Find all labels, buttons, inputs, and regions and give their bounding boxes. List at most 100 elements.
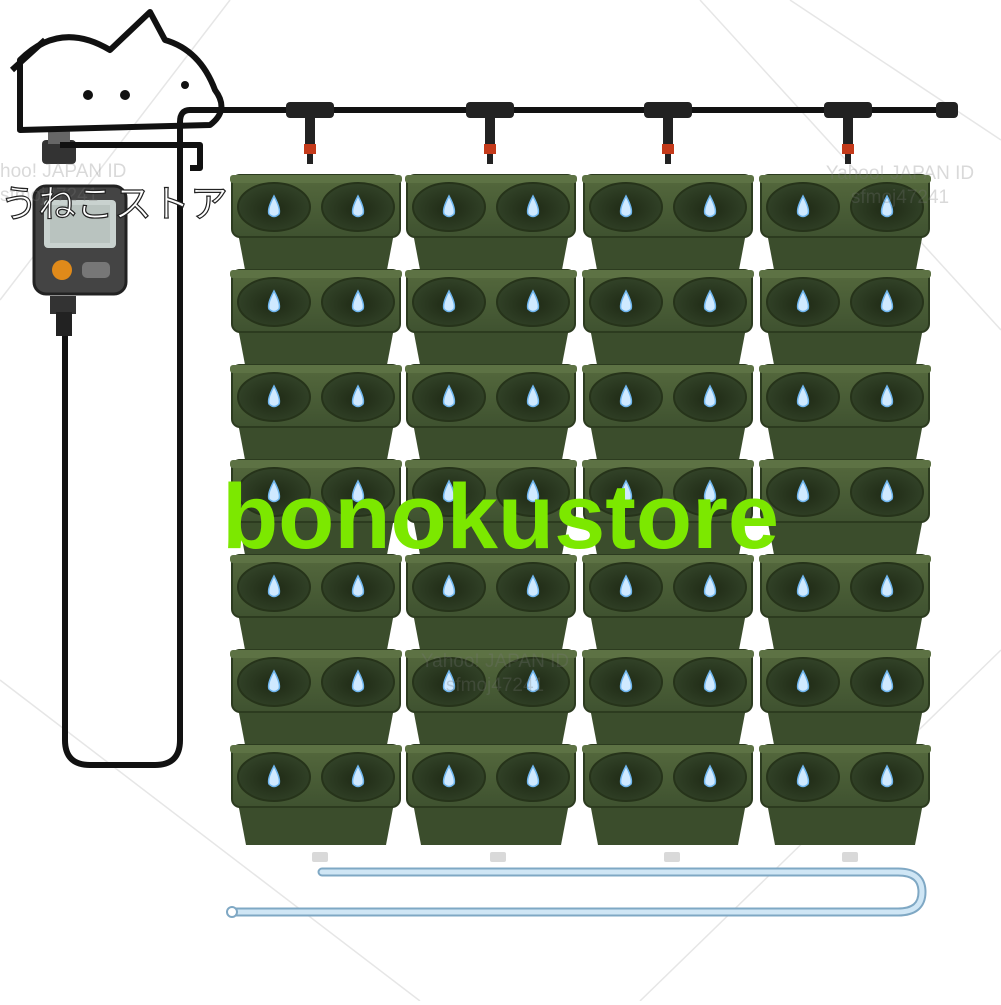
watermark-line: sfmoj47241 xyxy=(445,675,545,696)
water-drop-icon xyxy=(351,669,365,693)
water-drop-icon xyxy=(526,479,540,503)
planter-module xyxy=(759,744,931,845)
water-drop-icon xyxy=(703,764,717,788)
watermark: hoo! JAPAN ID sfmoj47241 xyxy=(0,160,200,208)
water-drop-icon xyxy=(880,289,894,313)
planter-module xyxy=(405,174,577,275)
water-drop-icon xyxy=(267,669,281,693)
water-drop-icon xyxy=(351,194,365,218)
planter-module xyxy=(582,459,754,560)
drip-emitter-icon xyxy=(824,102,872,164)
planter-module xyxy=(759,269,931,370)
planter-module xyxy=(582,364,754,465)
planter-module xyxy=(759,364,931,465)
drip-emitter-icon xyxy=(466,102,514,164)
planter-module xyxy=(582,744,754,845)
planter-module xyxy=(582,554,754,655)
water-drop-icon xyxy=(703,384,717,408)
water-drop-icon xyxy=(526,574,540,598)
planter-module xyxy=(405,649,577,750)
planter-module xyxy=(230,554,402,655)
water-drop-icon xyxy=(442,479,456,503)
water-drop-icon xyxy=(796,669,810,693)
water-drop-icon xyxy=(703,479,717,503)
water-drop-icon xyxy=(703,289,717,313)
planter-module xyxy=(405,744,577,845)
water-drop-icon xyxy=(796,764,810,788)
planter-module xyxy=(405,364,577,465)
water-drop-icon xyxy=(442,384,456,408)
watermark-line: hoo! JAPAN ID xyxy=(0,161,127,182)
planter-module xyxy=(582,174,754,275)
watermark-line: sfmoj47241 xyxy=(850,187,950,208)
water-drop-icon xyxy=(796,194,810,218)
planter-module xyxy=(405,459,577,560)
water-drop-icon xyxy=(880,669,894,693)
water-drop-icon xyxy=(880,574,894,598)
water-drop-icon xyxy=(796,479,810,503)
water-drop-icon xyxy=(703,194,717,218)
planter-module xyxy=(230,459,402,560)
water-drop-icon xyxy=(267,384,281,408)
water-drop-icon xyxy=(442,574,456,598)
water-drop-icon xyxy=(442,764,456,788)
planter-module xyxy=(230,649,402,750)
water-drop-icon xyxy=(796,384,810,408)
watermark-line: Yahoo! JAPAN ID xyxy=(825,163,975,184)
drip-emitter-icon xyxy=(644,102,692,164)
hose-end-cap xyxy=(936,102,958,118)
water-drop-icon xyxy=(619,574,633,598)
water-drop-icon xyxy=(526,384,540,408)
planter-module xyxy=(230,174,402,275)
water-drop-icon xyxy=(703,574,717,598)
water-drop-icon xyxy=(796,574,810,598)
drip-emitter-icon xyxy=(286,102,334,164)
water-drop-icon xyxy=(442,194,456,218)
water-drop-icon xyxy=(880,194,894,218)
water-drop-icon xyxy=(267,764,281,788)
water-drop-icon xyxy=(619,669,633,693)
planter-module xyxy=(759,459,931,560)
watermark: Yahoo! JAPAN ID sfmoj47241 xyxy=(800,162,1000,210)
water-drop-icon xyxy=(880,764,894,788)
water-drop-icon xyxy=(619,764,633,788)
water-drop-icon xyxy=(796,289,810,313)
planter-module xyxy=(582,269,754,370)
water-drop-icon xyxy=(267,289,281,313)
cat-logo-icon xyxy=(9,9,225,171)
water-drop-icon xyxy=(351,384,365,408)
drain-tube xyxy=(226,867,927,918)
water-drop-icon xyxy=(526,289,540,313)
water-drop-icon xyxy=(351,574,365,598)
water-drop-icon xyxy=(351,289,365,313)
water-drop-icon xyxy=(526,194,540,218)
water-drop-icon xyxy=(526,764,540,788)
planter-module xyxy=(230,744,402,845)
drip-emitter-row xyxy=(286,102,872,164)
water-drop-icon xyxy=(351,479,365,503)
planter-module xyxy=(405,269,577,370)
water-drop-icon xyxy=(442,289,456,313)
planter-module xyxy=(230,364,402,465)
planter-module xyxy=(759,174,931,275)
watermark-line: Yahoo! JAPAN ID xyxy=(420,651,570,672)
planter-module xyxy=(582,649,754,750)
water-timer-icon xyxy=(32,130,128,336)
water-drop-icon xyxy=(267,194,281,218)
planter-grid xyxy=(230,174,931,845)
planter-module xyxy=(230,269,402,370)
water-drop-icon xyxy=(703,669,717,693)
water-drop-icon xyxy=(619,479,633,503)
water-drop-icon xyxy=(880,479,894,503)
water-drop-icon xyxy=(880,384,894,408)
planter-module xyxy=(759,649,931,750)
water-drop-icon xyxy=(442,669,456,693)
watermark: Yahoo! JAPAN ID sfmoj47241 xyxy=(365,650,625,698)
water-drop-icon xyxy=(619,384,633,408)
cat-eyes xyxy=(83,81,189,100)
water-drop-icon xyxy=(267,574,281,598)
planter-module xyxy=(405,554,577,655)
planter-module xyxy=(759,554,931,655)
